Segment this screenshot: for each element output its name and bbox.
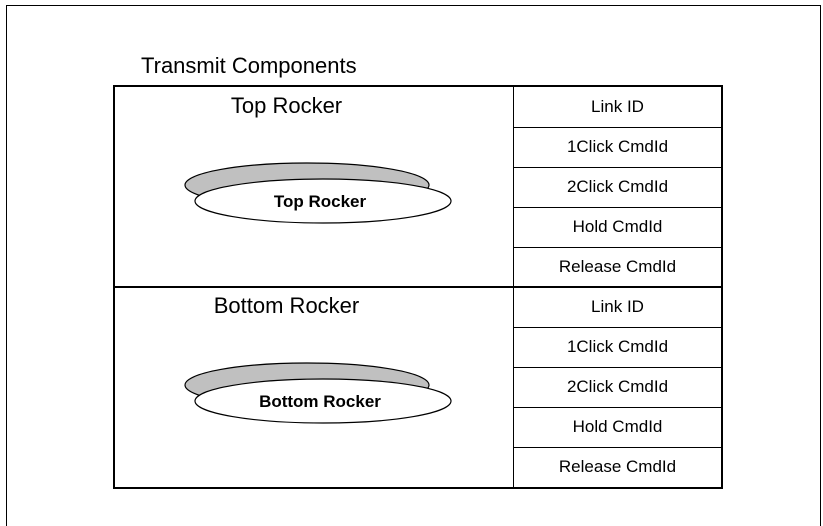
section-title-bottom-rocker: Bottom Rocker	[213, 293, 360, 318]
row-separator	[514, 207, 721, 208]
top-rocker-label: Top Rocker	[274, 192, 367, 211]
bottom-rocker-illustration: Bottom Rocker	[184, 362, 452, 424]
top-rocker-button	[194, 178, 452, 224]
top-field-link-id: Link ID	[591, 97, 644, 116]
top-field-release-cmdid: Release CmdId	[558, 257, 677, 276]
diagram-frame	[6, 5, 821, 526]
row-separator	[514, 167, 721, 168]
row-separator	[514, 367, 721, 368]
bottom-field-link-id: Link ID	[591, 297, 644, 316]
bottom-rocker-label: Bottom Rocker	[259, 392, 381, 411]
row-separator	[514, 127, 721, 128]
bottom-field-hold-cmdid: Hold CmdId	[572, 417, 663, 436]
row-separator	[514, 447, 721, 448]
bottom-field-release-cmdid: Release CmdId	[558, 457, 677, 476]
bottom-field-2click-cmdid: 2Click CmdId	[566, 377, 669, 396]
components-table: Top Rocker Top Rocker Link ID 1Click Cmd…	[113, 85, 723, 489]
row-separator	[514, 327, 721, 328]
top-rocker-illustration: Top Rocker	[184, 162, 452, 224]
top-field-2click-cmdid: 2Click CmdId	[566, 177, 669, 196]
bottom-rocker-button	[194, 378, 452, 424]
section-divider	[115, 286, 721, 288]
top-field-hold-cmdid: Hold CmdId	[572, 217, 663, 236]
row-separator	[514, 247, 721, 248]
row-separator	[514, 407, 721, 408]
section-title-top-rocker: Top Rocker	[230, 93, 343, 118]
diagram-caption: Transmit Components	[141, 53, 357, 78]
top-field-1click-cmdid: 1Click CmdId	[566, 137, 669, 156]
bottom-field-1click-cmdid: 1Click CmdId	[566, 337, 669, 356]
